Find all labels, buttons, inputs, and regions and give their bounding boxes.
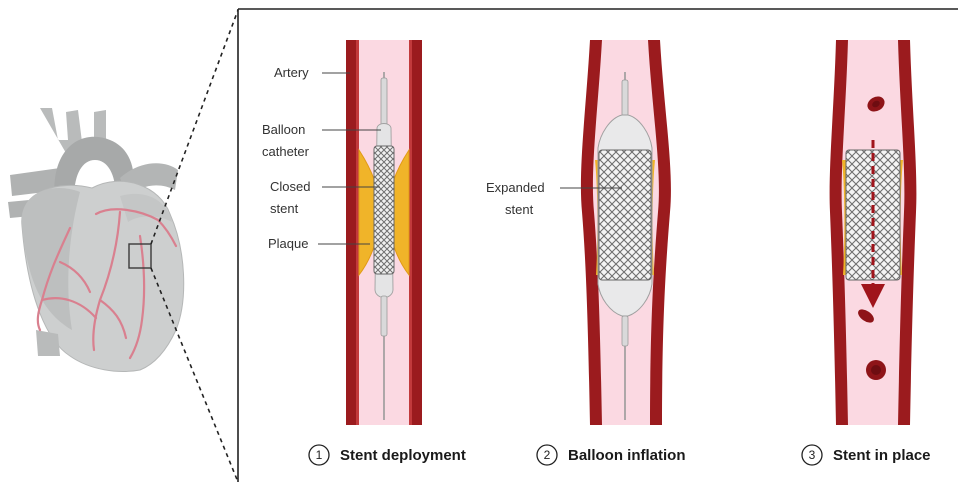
step-caption-2: 2 Balloon inflation	[537, 445, 686, 465]
step-title: Stent in place	[833, 447, 931, 464]
catheter-shaft-top-2	[622, 80, 628, 116]
catheter-shaft-bottom-2	[622, 316, 628, 346]
expanded-stent	[599, 150, 651, 280]
step-number: 2	[544, 448, 551, 462]
step-caption-1: 1 Stent deployment	[309, 445, 466, 465]
panel-stent-in-place	[830, 40, 917, 425]
label-balloon-catheter-1: Balloon	[262, 122, 305, 137]
catheter-shaft-top	[381, 78, 387, 126]
vena-cava-lower	[36, 330, 60, 356]
catheter-shaft-bottom	[381, 296, 387, 336]
step-title: Balloon inflation	[568, 447, 686, 464]
label-artery: Artery	[274, 65, 309, 80]
label-closed-stent-2: stent	[270, 201, 299, 216]
label-expanded-stent-1: Expanded	[486, 180, 545, 195]
label-balloon-catheter-2: catheter	[262, 144, 310, 159]
step-number: 1	[316, 448, 323, 462]
panel-balloon-inflation	[581, 40, 671, 425]
heart-illustration	[8, 108, 184, 371]
panel-stent-deployment	[346, 40, 422, 425]
label-expanded-stent-2: stent	[505, 202, 534, 217]
step-title: Stent deployment	[340, 447, 466, 464]
label-plaque: Plaque	[268, 236, 308, 251]
step-caption-3: 3 Stent in place	[802, 445, 931, 465]
closed-stent	[374, 146, 394, 274]
label-closed-stent-1: Closed	[270, 179, 310, 194]
blood-cell	[871, 365, 881, 375]
step-number: 3	[809, 448, 816, 462]
